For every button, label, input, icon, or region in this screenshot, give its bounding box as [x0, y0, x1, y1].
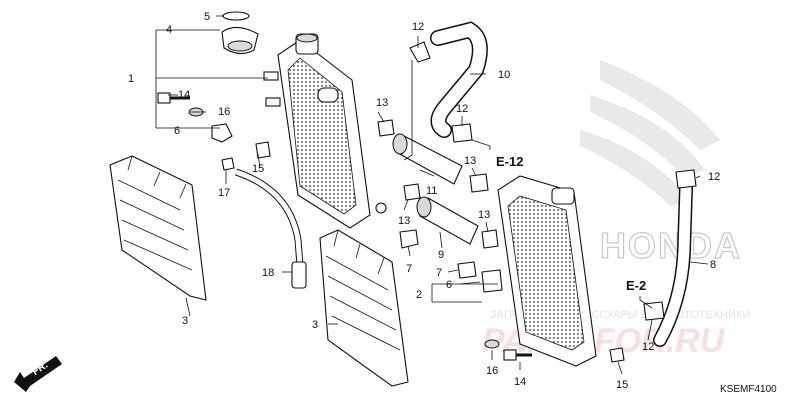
callout-12: 12 [412, 21, 424, 33]
front-direction-arrow: FR. [14, 356, 62, 392]
callout-18: 18 [262, 267, 274, 279]
overflow-tube [234, 168, 307, 289]
cap-seal-ring [222, 11, 250, 21]
callout-6: 6 [446, 279, 452, 291]
left-outlet-pipe [317, 87, 339, 103]
clamp-13 [403, 183, 421, 201]
left-drain-plug [375, 202, 387, 214]
left-mount-tab [263, 71, 279, 81]
grommet-7 [457, 261, 477, 279]
hose-clamp [675, 169, 697, 189]
callout-5: 5 [204, 11, 210, 23]
fr-arrow-icon [14, 356, 62, 392]
grommet-6 [481, 269, 503, 293]
callout-15: 15 [616, 379, 628, 391]
callout-16: 16 [486, 365, 498, 377]
hose-clamp [451, 123, 473, 143]
clamp-13 [377, 119, 395, 137]
left-mount-tab [265, 97, 281, 107]
hose-clamp [409, 41, 431, 63]
callout-7: 7 [406, 263, 412, 275]
clamp-13 [469, 173, 489, 193]
callout-1: 1 [128, 73, 134, 85]
right-filler-neck [551, 187, 575, 205]
leader-lines [155, 15, 709, 375]
upper-hose [409, 21, 488, 143]
clamp-13 [481, 229, 499, 249]
clip [255, 141, 271, 159]
callout-labels: 5 4 1 14 16 6 15 17 18 3 3 12 10 12 13 1… [128, 11, 720, 391]
cap-base [227, 40, 253, 52]
callout-13: 13 [464, 155, 476, 167]
callout-17: 17 [218, 187, 230, 199]
joint-pipes [377, 119, 499, 249]
lower-hose [643, 169, 697, 347]
left-shroud [109, 155, 207, 301]
hose-clamp [643, 301, 665, 321]
right-radiator-core [507, 195, 585, 351]
callout-3: 3 [182, 315, 188, 327]
callout-10: 10 [498, 69, 510, 81]
right-radiator [457, 175, 625, 367]
callout-16: 16 [218, 106, 230, 118]
ref-e2: E-2 [626, 278, 646, 293]
callout-14: 14 [178, 89, 190, 101]
grommet-7 [399, 229, 419, 249]
callout-15: 15 [252, 163, 264, 175]
diagram-code: KSEMF4100 [720, 384, 777, 395]
center-shroud [319, 229, 409, 387]
reference-labels: E-12 E-2 [496, 154, 653, 309]
callout-14: 14 [514, 376, 526, 388]
bolt-head [503, 349, 517, 361]
grommet [211, 123, 233, 143]
callout-12: 12 [456, 103, 468, 115]
callout-4: 4 [166, 24, 172, 36]
callout-7: 7 [436, 267, 442, 279]
callout-3: 3 [312, 319, 318, 331]
callout-8: 8 [710, 259, 716, 271]
callout-12: 12 [642, 341, 654, 353]
honda-wing-logo [580, 60, 720, 206]
tube-end [291, 261, 307, 289]
clamp [221, 157, 235, 171]
ref-e12: E-12 [496, 154, 523, 169]
callout-6: 6 [174, 125, 180, 137]
clip-15 [609, 347, 625, 363]
callout-11: 11 [426, 185, 437, 197]
callout-13: 13 [398, 215, 410, 227]
callout-13: 13 [478, 209, 490, 221]
watermark-brand: HONDA [600, 225, 742, 266]
callout-12: 12 [708, 171, 720, 183]
callout-13: 13 [376, 97, 388, 109]
collar-16 [484, 339, 500, 349]
bolt-head [157, 92, 171, 104]
callout-9: 9 [438, 249, 444, 261]
left-radiator [263, 33, 387, 229]
left-radiator-core [287, 57, 357, 215]
callout-2: 2 [416, 289, 422, 301]
radiator-cap-assembly [221, 11, 259, 55]
